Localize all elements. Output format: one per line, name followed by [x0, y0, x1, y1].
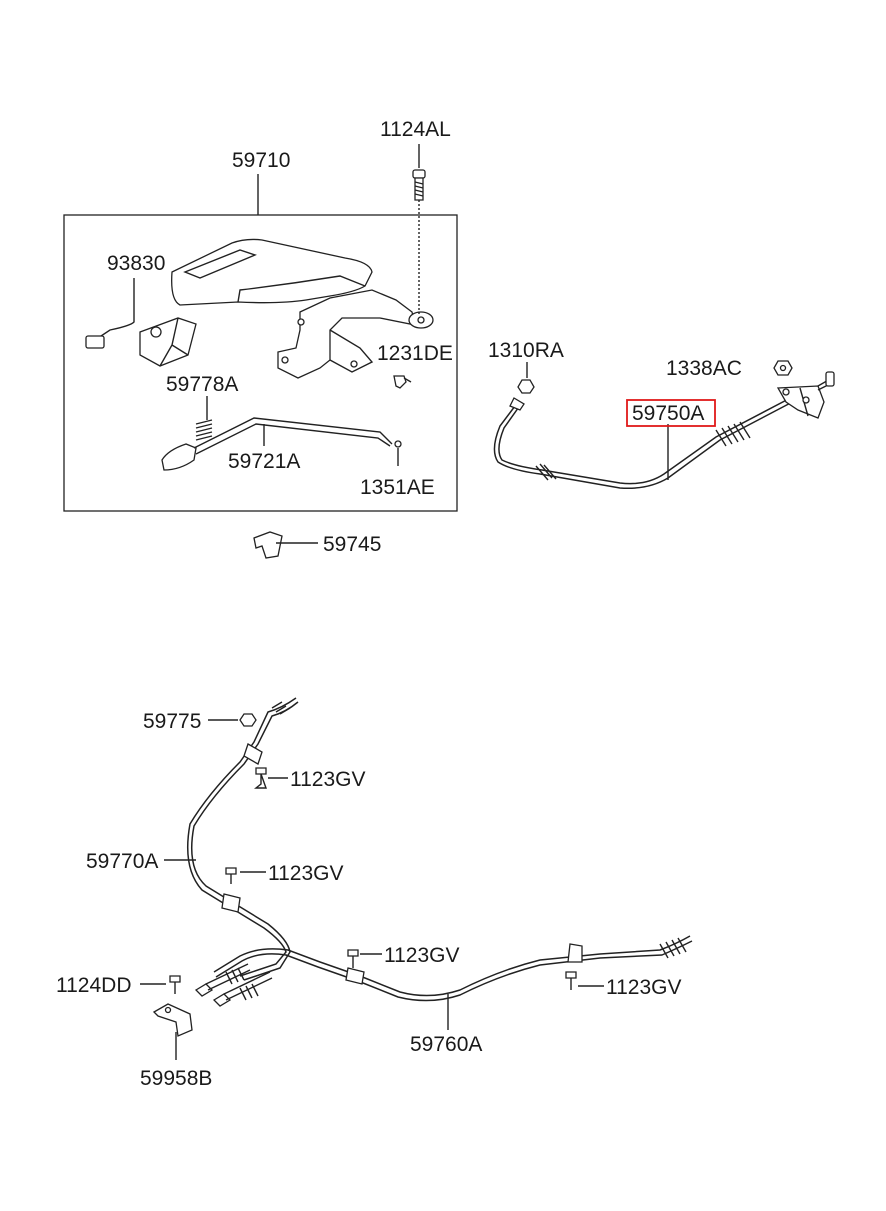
label-59745[interactable]: 59745 [323, 533, 381, 556]
bolt-1123GV-c-icon [347, 949, 382, 968]
spring-59778A-icon [195, 396, 213, 441]
rear-cables-drawing [164, 697, 693, 1030]
label-1124AL[interactable]: 1124AL [380, 118, 451, 141]
bolt-1124AL-icon [412, 144, 426, 316]
label-59721A[interactable]: 59721A [228, 450, 300, 473]
clip-59745-icon [253, 531, 318, 559]
label-1123GV-c[interactable]: 1123GV [384, 944, 460, 967]
label-59750A[interactable]: 59750A [632, 402, 704, 425]
switch-93830-icon [85, 278, 197, 367]
label-59710[interactable]: 59710 [232, 149, 290, 172]
label-59775[interactable]: 59775 [143, 710, 201, 733]
lever-assembly-group [63, 144, 458, 512]
label-1123GV-d[interactable]: 1123GV [606, 976, 682, 999]
highlight-box-59750A [626, 399, 716, 427]
label-1231DE[interactable]: 1231DE [377, 342, 453, 365]
label-59958B[interactable]: 59958B [140, 1067, 212, 1090]
parking-brake-lever-drawing [171, 238, 434, 379]
label-1123GV-a[interactable]: 1123GV [290, 768, 366, 791]
label-1124DD[interactable]: 1124DD [56, 974, 132, 997]
assembly-frame-59710 [63, 214, 458, 512]
nut-1338AC-icon [773, 360, 793, 376]
screw-1231DE-icon [393, 375, 412, 389]
label-1351AE[interactable]: 1351AE [360, 476, 435, 499]
label-93830[interactable]: 93830 [107, 252, 165, 275]
label-1123GV-b[interactable]: 1123GV [268, 862, 344, 885]
bolt-1124DD-icon [140, 975, 181, 994]
nut-59775-icon [208, 713, 257, 727]
bolt-1123GV-d-icon [565, 971, 604, 990]
rod-59721A-icon [161, 417, 402, 471]
label-1310RA[interactable]: 1310RA [488, 339, 564, 362]
part-labels: 1124AL 59710 93830 1231DE 59778A 59721A … [56, 118, 742, 1090]
label-59770A[interactable]: 59770A [86, 850, 158, 873]
label-1338AC[interactable]: 1338AC [666, 357, 742, 380]
nut-1310RA-icon [517, 362, 535, 394]
bolt-1123GV-a-icon [254, 767, 288, 789]
label-59760A[interactable]: 59760A [410, 1033, 482, 1056]
bolt-1123GV-b-icon [225, 867, 266, 884]
clip-59958B-icon [152, 1003, 193, 1060]
front-cable-59750A-drawing [493, 371, 835, 490]
label-59778A[interactable]: 59778A [166, 373, 238, 396]
